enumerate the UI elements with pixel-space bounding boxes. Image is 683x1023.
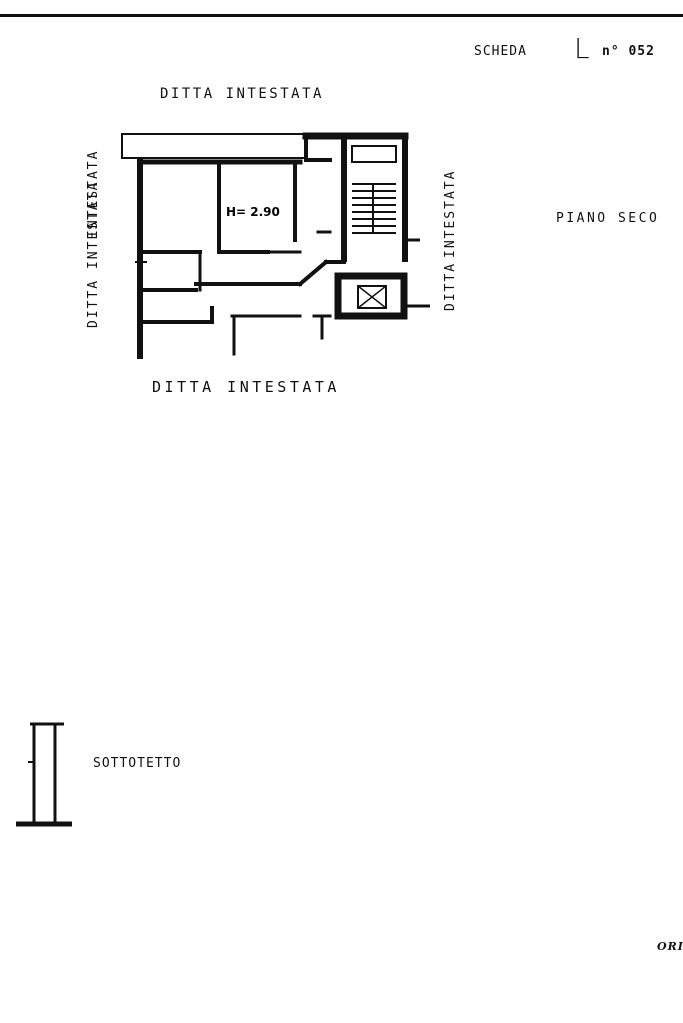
apartment-walls bbox=[121, 132, 409, 359]
attic-label: SOTTOTETTO bbox=[93, 756, 182, 771]
scheda-letter: L bbox=[574, 32, 590, 65]
top-neighbor-label: DITTA INTESTATA bbox=[160, 86, 324, 102]
scheda-label: SCHEDA bbox=[474, 44, 527, 59]
floor-level-label: PIANO SECO bbox=[556, 211, 660, 226]
top-slab bbox=[121, 133, 307, 159]
attic-section-drawing bbox=[16, 722, 72, 827]
scheda-number: n° 052 bbox=[602, 44, 655, 59]
top-border-rule bbox=[0, 14, 683, 17]
bottom-neighbor-label: DITTA INTESTATA bbox=[152, 378, 340, 396]
stairwell bbox=[341, 136, 430, 308]
elevator-cross-2 bbox=[357, 285, 387, 309]
orientation-label: ORI bbox=[657, 940, 683, 953]
stair-core bbox=[351, 145, 397, 163]
stair-treads bbox=[352, 183, 396, 234]
room-height-label: H= 2.90 bbox=[226, 205, 280, 219]
elevator-outer bbox=[334, 272, 408, 320]
corridor-slope bbox=[297, 259, 329, 287]
elevator-inner bbox=[357, 285, 387, 309]
elevator-shaft bbox=[334, 272, 408, 320]
